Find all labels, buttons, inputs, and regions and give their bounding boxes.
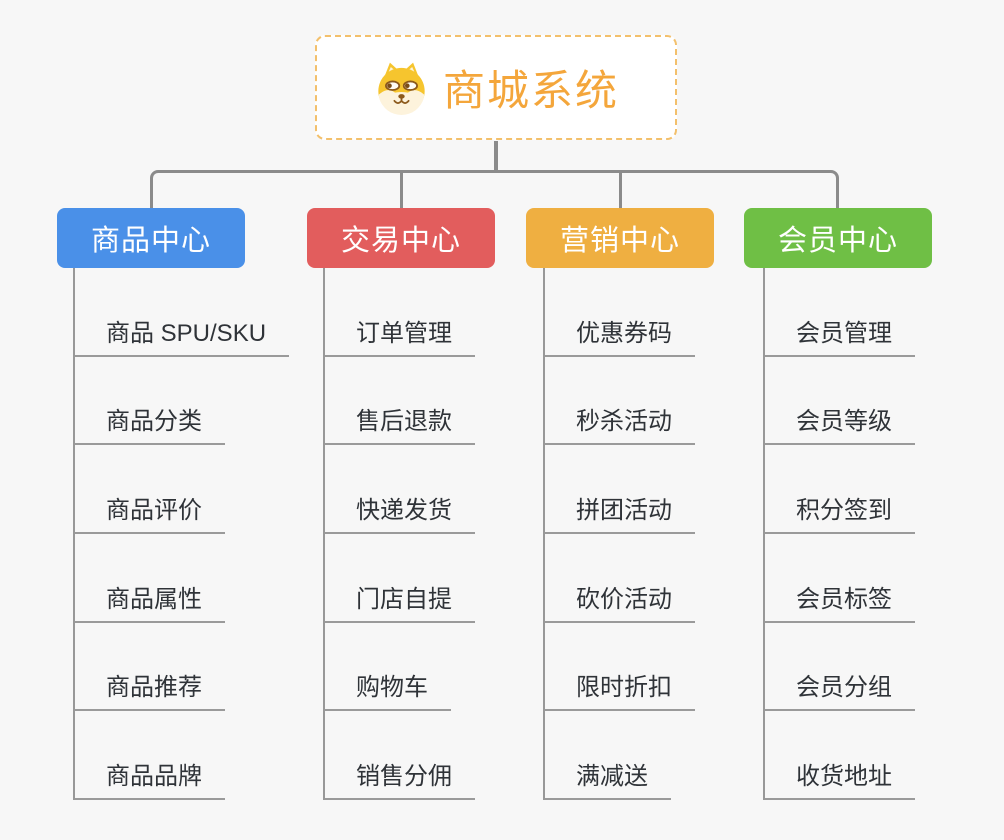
leaf-row: 商品分类 <box>73 357 289 446</box>
leaf-row: 商品评价 <box>73 445 289 534</box>
branch-trunk-line <box>763 268 765 800</box>
leaf-topic-shopping-cart[interactable]: 购物车 <box>323 673 451 712</box>
leaf-row: 商品推荐 <box>73 623 289 712</box>
leaf-row: 会员管理 <box>763 268 915 357</box>
leaf-row: 秒杀活动 <box>543 357 695 446</box>
branch-trunk-line <box>73 268 75 800</box>
branch-topic-trade-center[interactable]: 交易中心 <box>307 208 495 268</box>
leaf-topic-order-management[interactable]: 订单管理 <box>323 319 475 357</box>
leaf-row: 砍价活动 <box>543 534 695 623</box>
connector-branch-rail <box>149 170 839 208</box>
leaf-row: 快递发货 <box>323 445 475 534</box>
leaf-topic-limited-time-discount[interactable]: 限时折扣 <box>543 673 695 712</box>
leaf-topic-product-review[interactable]: 商品评价 <box>73 496 225 534</box>
branch-trunk-line <box>323 268 325 800</box>
leaf-row: 拼团活动 <box>543 445 695 534</box>
leaf-row: 会员分组 <box>763 623 915 712</box>
leaf-topic-member-management[interactable]: 会员管理 <box>763 319 915 357</box>
connector-drop-trade <box>399 172 403 208</box>
leaf-topic-full-reduction[interactable]: 满减送 <box>543 762 671 800</box>
leaf-row: 会员标签 <box>763 534 915 623</box>
leaf-row: 积分签到 <box>763 445 915 534</box>
leaf-row: 限时折扣 <box>543 623 695 712</box>
branch-children-member-center: 会员管理 会员等级 积分签到 会员标签 会员分组 收货地址 <box>763 268 915 800</box>
leaf-topic-shipping-address[interactable]: 收货地址 <box>763 762 915 800</box>
root-topic-title: 商城系统 <box>442 67 619 114</box>
root-topic[interactable]: 商城系统 <box>315 35 677 140</box>
leaf-topic-product-spu-sku[interactable]: 商品 SPU/SKU <box>73 319 290 357</box>
leaf-topic-product-recommend[interactable]: 商品推荐 <box>73 673 225 712</box>
leaf-topic-member-level[interactable]: 会员等级 <box>763 407 915 446</box>
branch-children-trade-center: 订单管理 售后退款 快递发货 门店自提 购物车 销售分佣 <box>323 268 475 800</box>
branch-trunk-line <box>543 268 545 800</box>
shiba-dog-icon <box>378 62 425 115</box>
branch-topic-member-center[interactable]: 会员中心 <box>744 208 932 268</box>
connector-root-stem <box>494 141 498 172</box>
leaf-topic-product-brand[interactable]: 商品品牌 <box>73 762 225 800</box>
connector-drop-marketing <box>618 172 622 208</box>
branch-children-marketing-center: 优惠券码 秒杀活动 拼团活动 砍价活动 限时折扣 满减送 <box>543 268 695 800</box>
leaf-row: 会员等级 <box>763 357 915 446</box>
leaf-topic-sales-commission[interactable]: 销售分佣 <box>323 762 475 800</box>
leaf-row: 销售分佣 <box>323 711 475 800</box>
leaf-topic-product-category[interactable]: 商品分类 <box>73 407 225 446</box>
leaf-topic-member-group[interactable]: 会员分组 <box>763 673 915 712</box>
leaf-topic-coupon-code[interactable]: 优惠券码 <box>543 319 695 357</box>
leaf-row: 商品 SPU/SKU <box>73 268 290 357</box>
branch-topic-marketing-center[interactable]: 营销中心 <box>526 208 714 268</box>
leaf-row: 订单管理 <box>323 268 475 357</box>
leaf-topic-aftersale-refund[interactable]: 售后退款 <box>323 407 475 446</box>
leaf-row: 售后退款 <box>323 357 475 446</box>
leaf-row: 门店自提 <box>323 534 475 623</box>
leaf-row: 收货地址 <box>763 711 915 800</box>
leaf-topic-bargain-activity[interactable]: 砍价活动 <box>543 585 695 623</box>
leaf-row: 商品属性 <box>73 534 289 623</box>
leaf-row: 满减送 <box>543 711 695 800</box>
branch-children-product-center: 商品 SPU/SKU 商品分类 商品评价 商品属性 商品推荐 商品品牌 <box>73 268 290 800</box>
leaf-row: 优惠券码 <box>543 268 695 357</box>
leaf-topic-product-attribute[interactable]: 商品属性 <box>73 585 225 623</box>
branch-topic-product-center[interactable]: 商品中心 <box>57 208 245 268</box>
leaf-topic-flash-sale[interactable]: 秒杀活动 <box>543 407 695 446</box>
leaf-topic-express-delivery[interactable]: 快递发货 <box>323 496 475 534</box>
leaf-topic-group-buy[interactable]: 拼团活动 <box>543 496 695 534</box>
leaf-topic-member-tag[interactable]: 会员标签 <box>763 585 915 623</box>
leaf-row: 商品品牌 <box>73 711 289 800</box>
leaf-topic-points-checkin[interactable]: 积分签到 <box>763 496 915 534</box>
leaf-topic-store-pickup[interactable]: 门店自提 <box>323 585 475 623</box>
leaf-row: 购物车 <box>323 623 475 712</box>
